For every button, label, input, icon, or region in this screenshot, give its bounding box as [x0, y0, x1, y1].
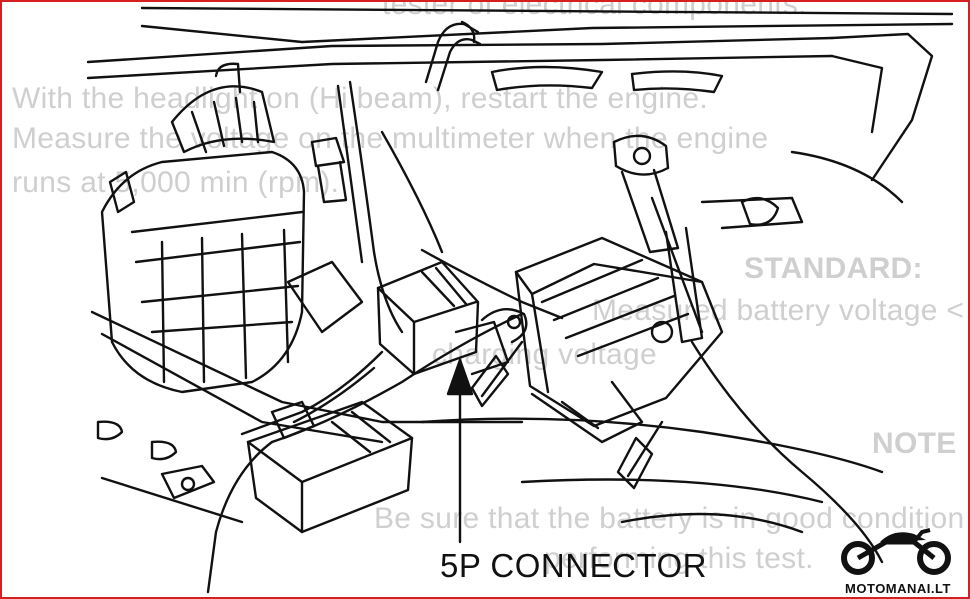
breather-hose — [424, 20, 482, 92]
motorcycle-icon — [841, 528, 951, 575]
right-bracket — [612, 134, 904, 344]
frame-tube — [86, 6, 954, 182]
lower-swingarm — [420, 417, 884, 534]
mounting-bolts — [470, 340, 664, 490]
ghost-text-line-8: NOTE — [872, 427, 957, 460]
lower-left-frame — [90, 310, 524, 524]
watermark-text: MOTOMANAI.LT — [845, 581, 951, 596]
callout-arrow — [446, 358, 474, 544]
wire-harness — [240, 80, 564, 436]
ghost-text-line-3: Measure the voltage on the multimeter wh… — [12, 122, 769, 155]
regulator-rectifier — [514, 236, 724, 444]
5p-connector — [376, 260, 528, 376]
battery-box — [100, 62, 364, 394]
ghost-text-line-10: performing this test. — [544, 542, 814, 575]
callout-label: 5P CONNECTOR — [440, 547, 708, 584]
coupler-block — [246, 400, 414, 534]
ghost-text-line-5: STANDARD: — [744, 252, 923, 285]
ghost-text-line-6: Measured battery voltage < Charging volt… — [592, 294, 968, 327]
ghost-text-line-4: runs at 5,000 min (rpm). — [12, 166, 340, 199]
ghost-text-line-9: Be sure that the battery is in good cond… — [374, 502, 968, 535]
watermark-logo: MOTOMANAI.LT — [830, 524, 966, 596]
